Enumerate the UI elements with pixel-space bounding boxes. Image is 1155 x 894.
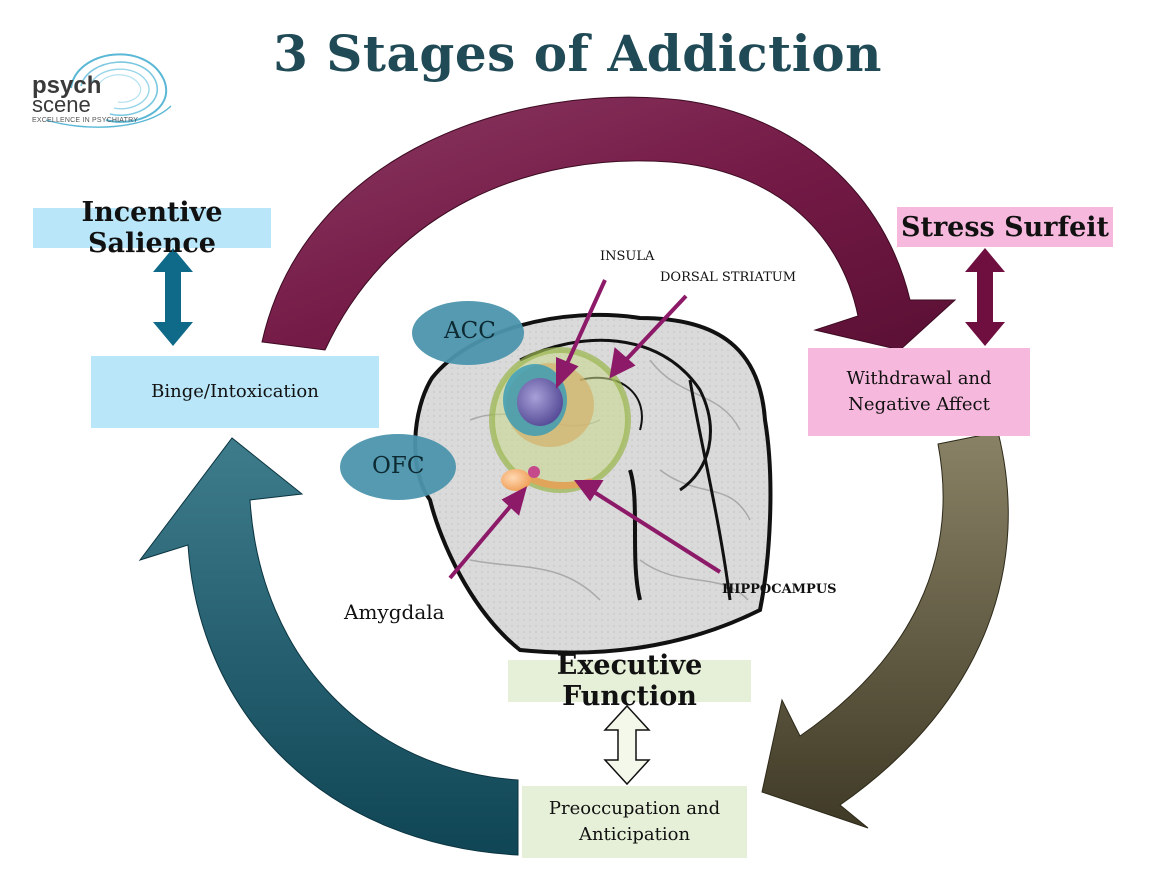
hippocampus-pointer-head-icon xyxy=(574,480,604,502)
acc-label: ACC xyxy=(444,318,496,344)
logo-word-scene: scene xyxy=(32,92,91,117)
stress-surfeit-label: Stress Surfeit xyxy=(897,207,1113,247)
withdrawal-double-arrow-icon xyxy=(965,248,1005,346)
ofc-label: OFC xyxy=(372,453,425,479)
insula-pointer xyxy=(564,279,607,367)
acc-oval xyxy=(412,301,524,365)
preoccupation-double-arrow-icon xyxy=(603,704,651,786)
amygdala-pointer-head-icon xyxy=(501,486,528,516)
cycle-arrow-left xyxy=(138,437,519,856)
incentive-salience-label: Incentive Salience xyxy=(33,197,271,259)
hippocampus-label: HIPPOCAMPUS xyxy=(722,582,837,597)
preoccupation-anticipation-box: Preoccupation and Anticipation xyxy=(522,786,747,858)
psych-scene-logo: psych scene EXCELLENCE IN PSYCHIATRY xyxy=(26,40,176,130)
cycle-arrow-top xyxy=(261,96,957,351)
binge-intoxication-box: Binge/Intoxication xyxy=(91,356,379,428)
cycle-arrow-right xyxy=(761,431,1009,829)
withdrawal-negative-affect-text: Withdrawal and Negative Affect xyxy=(846,368,992,415)
incentive-salience-text: Incentive Salience xyxy=(81,197,223,259)
logo-swirl-icon xyxy=(45,53,172,128)
amygdala-label: Amygdala xyxy=(344,600,445,624)
logo-word-psych: psych xyxy=(32,72,102,99)
dorsal-striatum-pointer xyxy=(622,294,688,364)
preoccupation-anticipation-text: Preoccupation and Anticipation xyxy=(548,798,721,845)
hippocampus-pointer xyxy=(592,490,722,574)
logo-tagline: EXCELLENCE IN PSYCHIATRY xyxy=(32,117,139,124)
dorsal-striatum-pointer-head-icon xyxy=(609,347,636,379)
binge-double-arrow-icon xyxy=(153,248,193,346)
stress-surfeit-text: Stress Surfeit xyxy=(900,211,1110,243)
amygdala-pointer xyxy=(448,500,516,580)
dorsal-striatum-label: DORSAL STRIATUM xyxy=(660,270,797,285)
executive-function-text: Executive Function xyxy=(556,650,703,712)
insula-label: INSULA xyxy=(600,249,655,264)
binge-intoxication-text: Binge/Intoxication xyxy=(151,381,319,402)
executive-function-label: Executive Function xyxy=(508,650,751,712)
ofc-oval xyxy=(340,434,456,500)
withdrawal-negative-affect-box: Withdrawal and Negative Affect xyxy=(808,348,1030,436)
insula-pointer-head-icon xyxy=(556,357,579,389)
page-title: 3 Stages of Addiction xyxy=(273,24,882,83)
